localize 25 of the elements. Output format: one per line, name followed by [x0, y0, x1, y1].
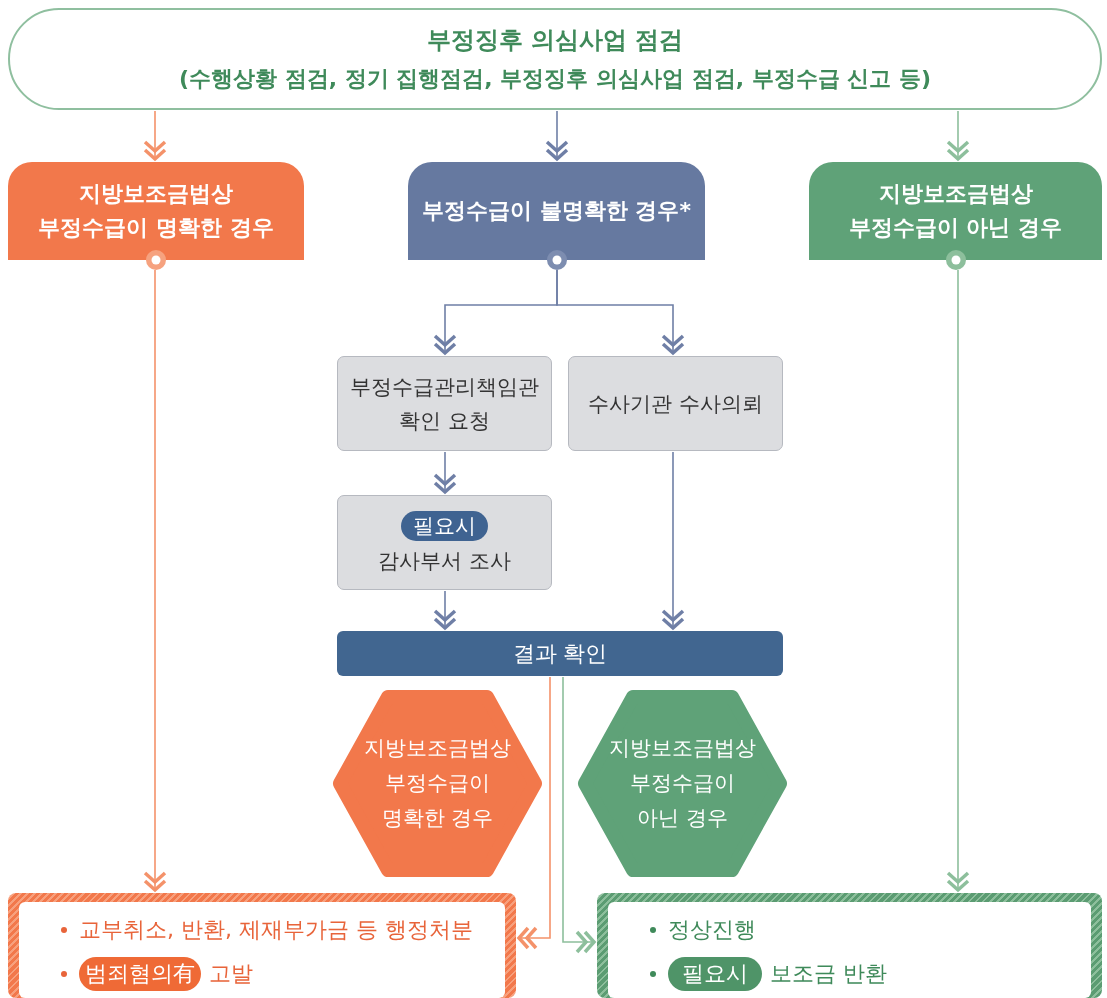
- action-text: 교부취소, 반환, 제재부가금 등 행정처분: [79, 916, 473, 944]
- heading-text: 부정징후 의심사업 점검: [426, 25, 684, 56]
- case-text: 지방보조금법상 부정수급이 아닌 경우: [847, 180, 1064, 242]
- outcome-text: 지방보조금법상 부정수급이 아닌 경우: [608, 735, 757, 832]
- step-text: 수사기관 수사의뢰: [587, 390, 764, 418]
- step-box: [337, 495, 552, 590]
- step-box: [337, 356, 552, 451]
- case-box: [809, 162, 1102, 260]
- action-text: 고발: [209, 960, 253, 988]
- action-text: 정상진행: [668, 916, 756, 944]
- bar-text: 결과 확인: [512, 639, 608, 668]
- step-box: [568, 356, 783, 451]
- action-text: 보조금 반환: [770, 960, 887, 988]
- step-text: 감사부서 조사: [378, 547, 511, 575]
- outcome-text: 지방보조금법상 부정수급이 명확한 경우: [363, 735, 512, 832]
- case-text: 부정수급이 불명확한 경우*: [421, 197, 692, 225]
- case-box: [8, 162, 304, 260]
- case-text: 지방보조금법상 부정수급이 명확한 경우: [37, 180, 275, 242]
- condition-tag: 필요시: [401, 510, 488, 541]
- condition-tag: 범죄혐의有: [79, 957, 201, 991]
- result-bar: [337, 631, 783, 676]
- case-box: [408, 162, 705, 260]
- heading-subtext: (수행상황 점검, 정기 집행점검, 부정징후 의심사업 점검, 부정수급 신고 등): [178, 65, 932, 93]
- step-text: 부정수급관리책임관 확인 요청: [349, 373, 540, 435]
- condition-tag: 필요시: [668, 957, 762, 991]
